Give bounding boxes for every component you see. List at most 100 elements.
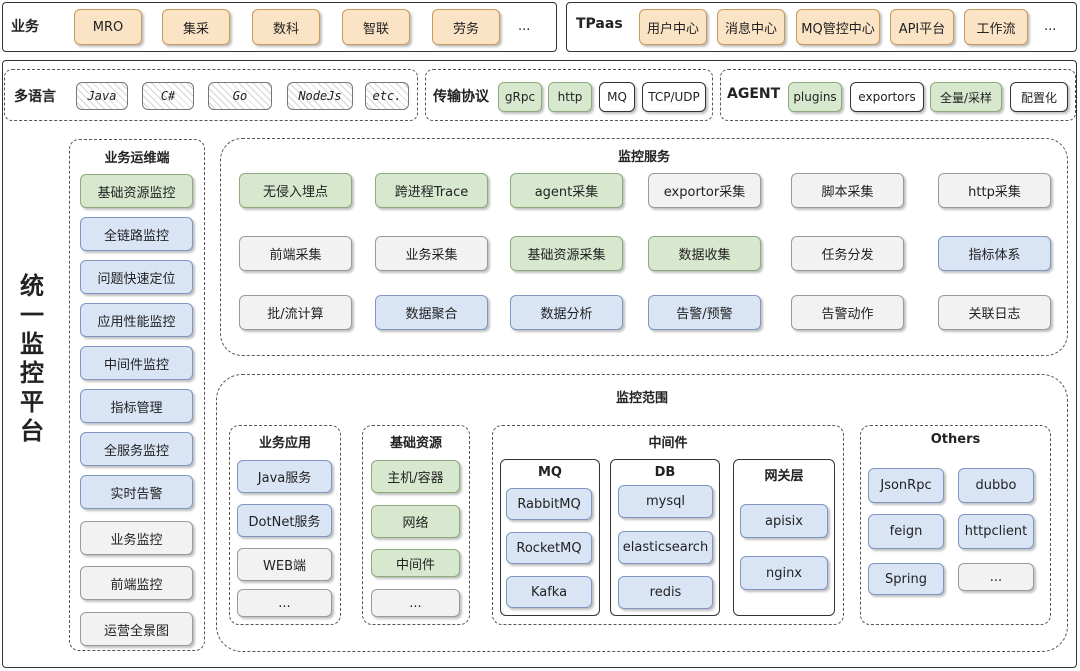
service-title: 监控服务 <box>617 150 670 165</box>
agent-label: AGENT <box>727 86 781 102</box>
platform-title-char: 控 <box>20 359 44 387</box>
language-nodejs: NodeJs <box>287 82 353 110</box>
infra-title: 基础资源 <box>389 436 442 451</box>
tpaas-item-api: API平台 <box>890 9 954 45</box>
service-item-9: 数据收集 <box>648 236 761 271</box>
ops-item-0: 基础资源监控 <box>80 174 193 208</box>
apps-title: 业务应用 <box>258 436 311 451</box>
platform-frame <box>2 60 1077 668</box>
others-item-1: dubbo <box>958 468 1034 503</box>
others-group <box>860 425 1051 625</box>
ops-item-10: 运营全景图 <box>80 612 193 646</box>
service-item-11: 指标体系 <box>938 236 1051 271</box>
service-item-15: 告警/预警 <box>648 295 761 330</box>
others-item-4: Spring <box>868 563 944 595</box>
service-item-5: http采集 <box>938 173 1051 208</box>
others-item-0: JsonRpc <box>868 468 944 503</box>
ops-item-9: 前端监控 <box>80 566 193 600</box>
business-panel <box>2 2 557 52</box>
middleware-title: 中间件 <box>648 436 688 451</box>
languages-group <box>4 69 418 121</box>
apps-item-2: WEB端 <box>237 548 332 581</box>
apps-item-0: Java服务 <box>237 460 332 493</box>
scope-title: 监控范围 <box>615 391 668 406</box>
service-item-16: 告警动作 <box>791 295 904 330</box>
gateway-item-0: apisix <box>740 504 828 538</box>
tpaas-item-mq: MQ管控中心 <box>796 9 880 45</box>
business-item-mro: MRO <box>74 9 142 45</box>
platform-title-char: 统 <box>20 272 44 300</box>
infra-item-3: ... <box>371 589 460 617</box>
apps-group <box>229 425 341 625</box>
mq-item-1: RocketMQ <box>506 532 592 564</box>
service-item-0: 无侵入埋点 <box>239 173 352 208</box>
protocols-group <box>425 69 713 121</box>
tpaas-label: TPaas <box>576 16 623 32</box>
mq-item-2: Kafka <box>506 576 592 608</box>
language-etc: etc. <box>365 82 409 110</box>
apps-item-3: ... <box>237 589 332 617</box>
tpaas-item-user: 用户中心 <box>639 9 707 45</box>
agent-config: 配置化 <box>1010 82 1068 112</box>
others-title: Others <box>930 432 981 447</box>
protocol-grpc: gRpc <box>498 82 542 112</box>
service-item-4: 脚本采集 <box>791 173 904 208</box>
others-item-3: httpclient <box>958 514 1034 549</box>
ops-item-8: 业务监控 <box>80 521 193 555</box>
business-item-more: ... <box>518 19 531 34</box>
infra-item-2: 中间件 <box>371 549 460 577</box>
tpaas-item-message: 消息中心 <box>717 9 785 45</box>
business-label: 业务 <box>11 19 39 35</box>
service-item-3: exportor采集 <box>648 173 761 208</box>
service-item-8: 基础资源采集 <box>510 236 623 271</box>
db-title: DB <box>654 465 676 480</box>
business-item-zhilian: 智联 <box>342 9 410 45</box>
platform-title-char: 一 <box>20 301 44 329</box>
infra-item-1: 网络 <box>371 505 460 538</box>
db-item-2: redis <box>618 576 713 609</box>
gateway-item-1: nginx <box>740 556 828 590</box>
service-item-7: 业务采集 <box>375 236 488 271</box>
business-item-jicai: 集采 <box>162 9 230 45</box>
platform-title: 统一监控平台 <box>17 272 47 446</box>
scope-panel <box>216 374 1068 652</box>
languages-label: 多语言 <box>14 89 56 105</box>
tpaas-panel <box>566 2 1077 52</box>
ops-item-5: 指标管理 <box>80 389 193 423</box>
others-item-2: feign <box>868 514 944 549</box>
platform-title-char: 台 <box>20 417 44 445</box>
service-item-2: agent采集 <box>510 173 623 208</box>
ops-item-2: 问题快速定位 <box>80 260 193 294</box>
gateway-group <box>733 459 835 616</box>
db-item-0: mysql <box>618 485 713 518</box>
service-item-13: 数据聚合 <box>375 295 488 330</box>
service-item-14: 数据分析 <box>510 295 623 330</box>
protocol-http: http <box>548 82 592 112</box>
mq-item-0: RabbitMQ <box>506 488 592 520</box>
language-csharp: C# <box>142 82 194 110</box>
gateway-title: 网关层 <box>764 469 804 484</box>
mq-title: MQ <box>538 465 562 480</box>
ops-item-1: 全链路监控 <box>80 217 193 251</box>
ops-group <box>69 139 205 651</box>
service-item-10: 任务分发 <box>791 236 904 271</box>
middleware-group <box>492 425 844 625</box>
business-item-shuke: 数科 <box>252 9 320 45</box>
ops-item-3: 应用性能监控 <box>80 303 193 337</box>
service-item-1: 跨进程Trace <box>375 173 488 208</box>
db-item-1: elasticsearch <box>618 531 713 564</box>
protocol-mq: MQ <box>599 82 635 112</box>
tpaas-item-more: ... <box>1044 19 1057 34</box>
infra-group <box>362 425 470 625</box>
tpaas-item-workflow: 工作流 <box>964 9 1028 45</box>
platform-title-char: 平 <box>20 388 44 416</box>
agent-exportors: exportors <box>850 82 924 112</box>
ops-item-4: 中间件监控 <box>80 346 193 380</box>
service-item-12: 批/流计算 <box>239 295 352 330</box>
others-item-5: ... <box>958 563 1034 591</box>
mq-group <box>500 459 600 616</box>
language-java: Java <box>76 82 128 110</box>
protocols-label: 传输协议 <box>433 89 489 105</box>
service-panel <box>220 138 1068 356</box>
platform-title-char: 监 <box>20 330 44 358</box>
